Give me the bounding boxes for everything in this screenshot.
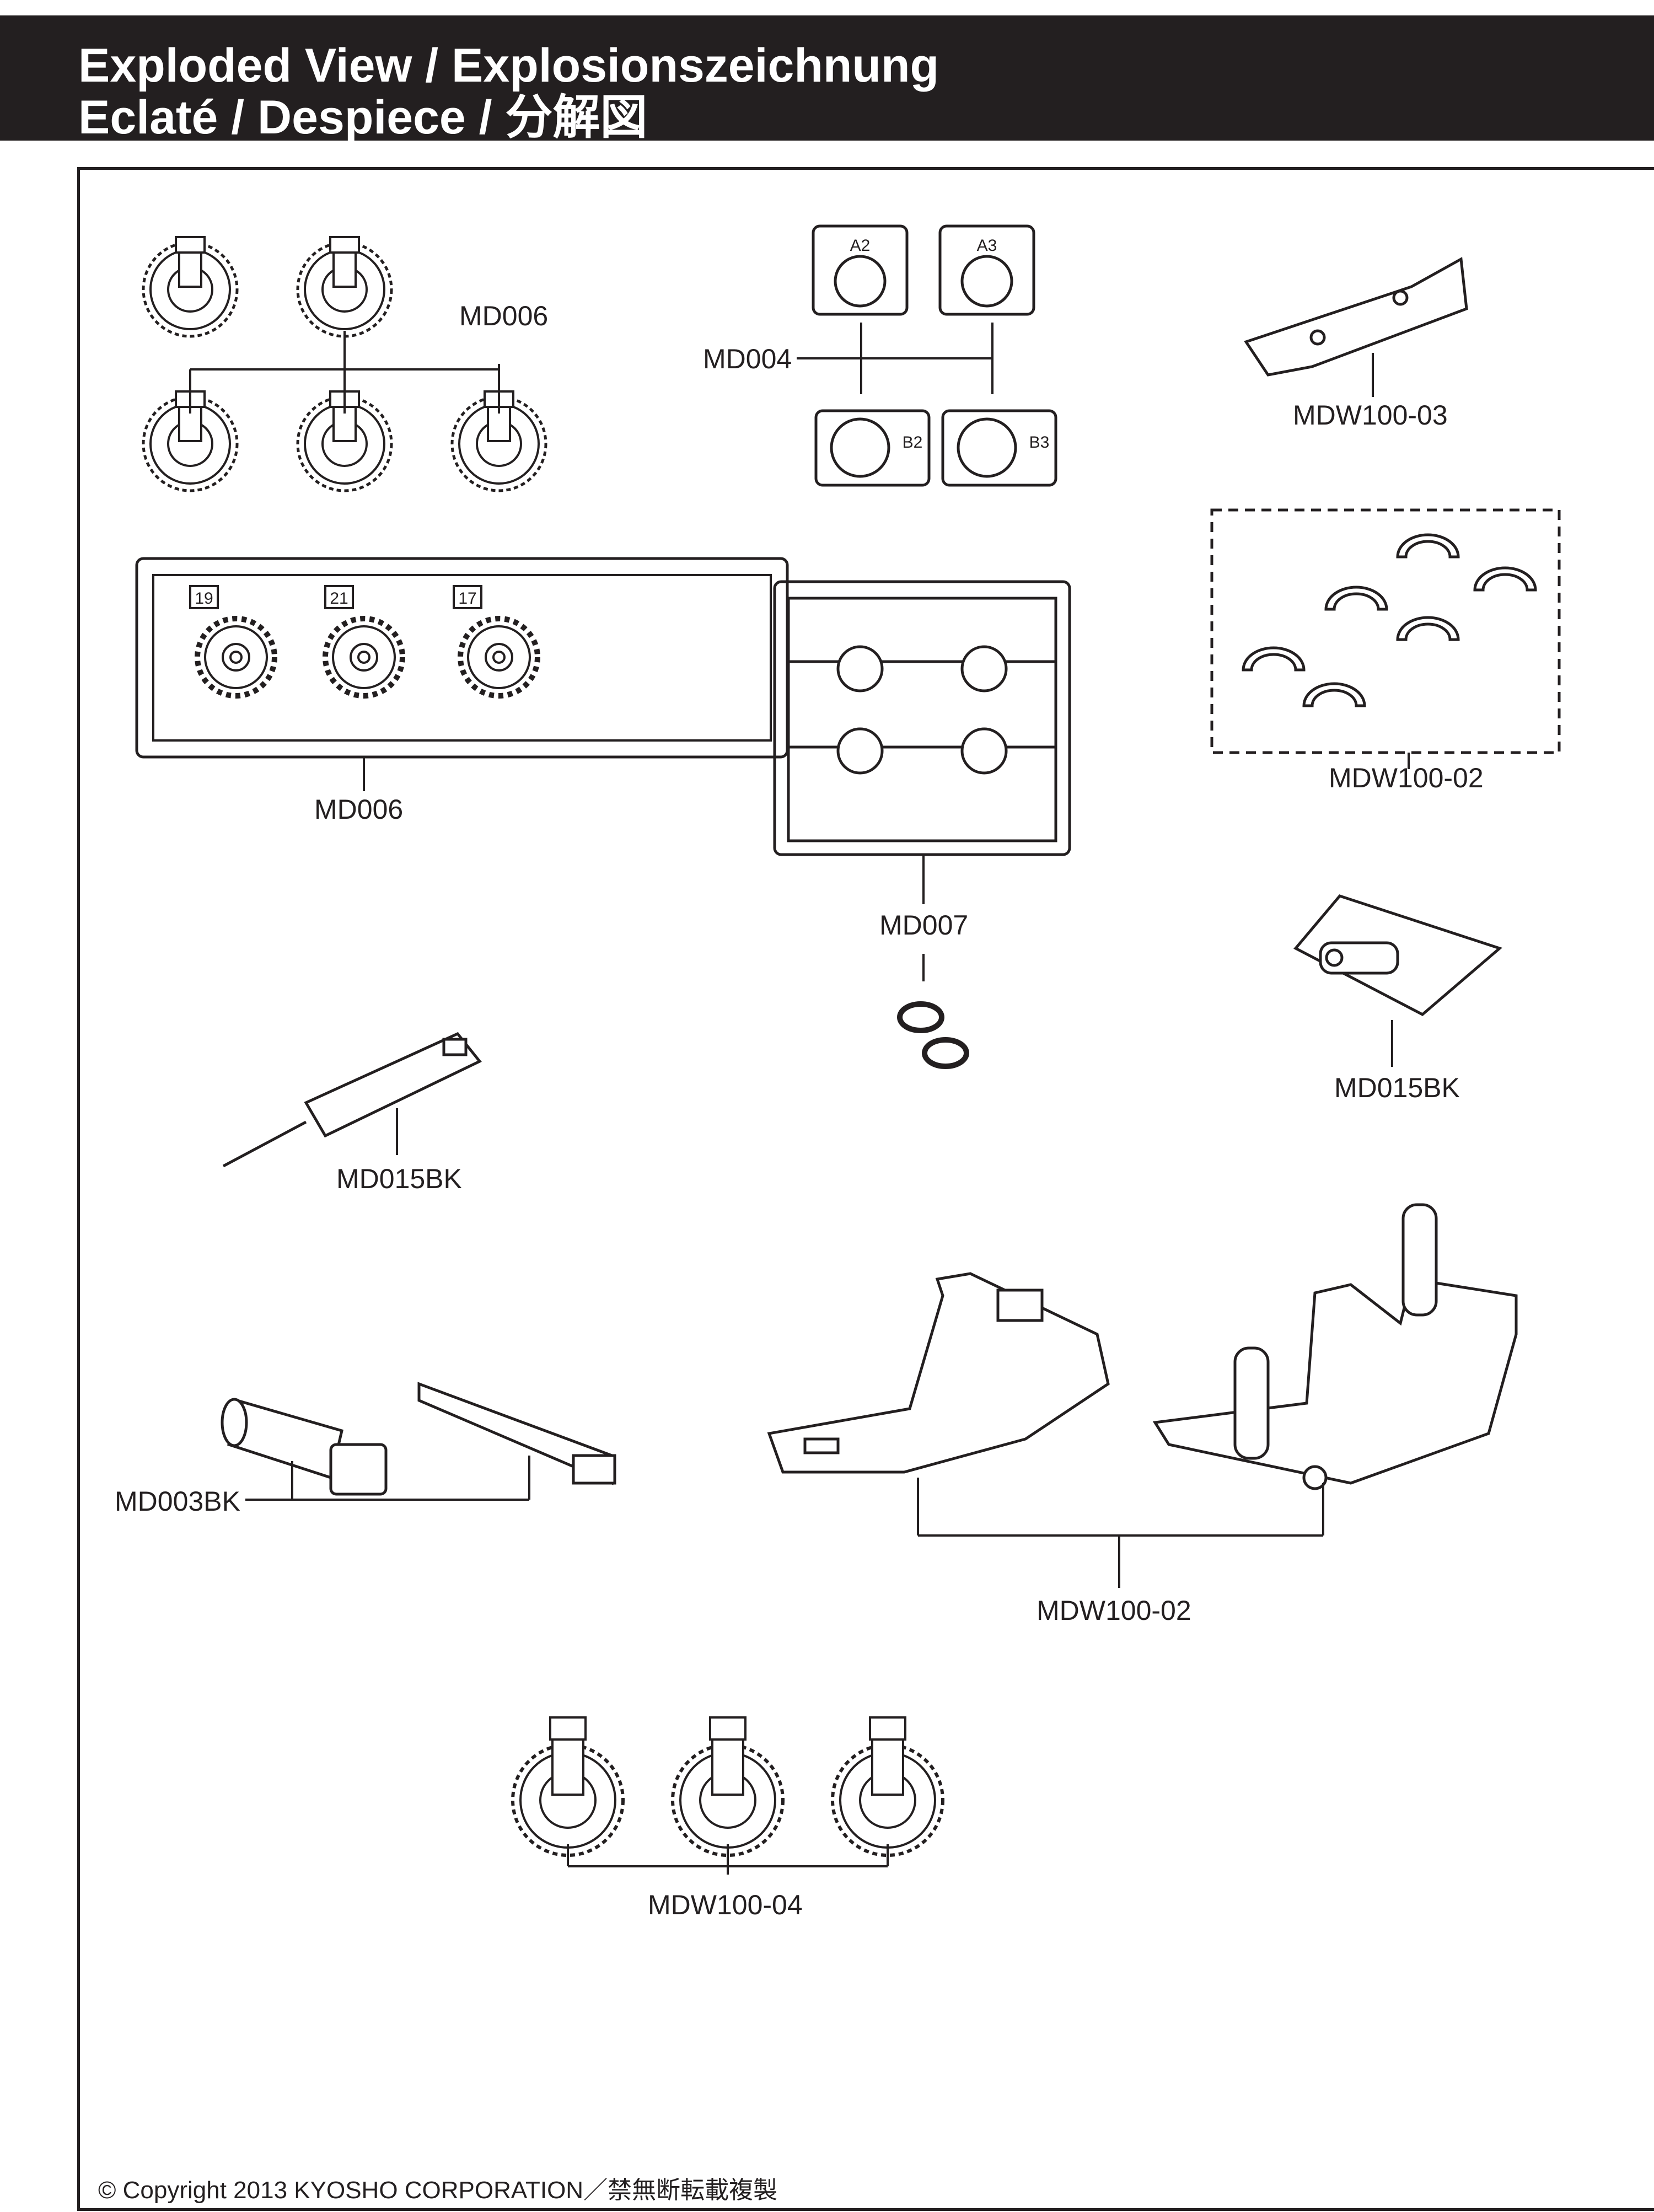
label-md006-gears: MD006 — [459, 300, 548, 331]
mark-b3: B3 — [1029, 433, 1050, 452]
sprue-number-21: 21 — [330, 589, 348, 608]
label-mdw100-03: MDW100-03 — [1293, 400, 1448, 431]
label-md006-sprue: MD006 — [314, 794, 403, 825]
sprue-number-19: 19 — [195, 589, 213, 608]
label-md015bk-mount: MD015BK — [1334, 1072, 1460, 1103]
tool-set — [221, 1382, 616, 1501]
pin-tool — [222, 1032, 482, 1168]
header-bar: Exploded View / Explosionszeichnung Ecla… — [0, 15, 1654, 144]
label-md015bk-tool: MD015BK — [336, 1163, 462, 1194]
clip-set — [1210, 508, 1561, 769]
gear-sprue — [135, 557, 789, 791]
title-line-1: Exploded View / Explosionszeichnung — [78, 39, 939, 92]
mark-b2: B2 — [903, 433, 923, 452]
label-md003bk: MD003BK — [115, 1486, 240, 1517]
copyright-notice: © Copyright 2013 KYOSHO CORPORATION／禁無断転… — [98, 2177, 778, 2204]
title-line-2: Eclaté / Despiece / 分解図 — [78, 91, 648, 144]
label-md004: MD004 — [703, 343, 792, 374]
pinion-set — [513, 1717, 943, 1875]
mark-a2: A2 — [850, 237, 871, 255]
label-mdw100-02-clips: MDW100-02 — [1329, 763, 1484, 793]
arm-part — [1244, 256, 1468, 397]
bushing-set — [797, 224, 1057, 487]
diagram-frame — [77, 167, 1654, 2211]
bearing-sprue — [773, 580, 1071, 1069]
label-md007: MD007 — [879, 910, 968, 941]
label-mdw100-04: MDW100-04 — [648, 1889, 803, 1920]
mount-part — [1293, 894, 1502, 1067]
sprue-number-17: 17 — [458, 589, 476, 608]
mark-a3: A3 — [977, 237, 997, 255]
label-mdw100-02-chassis: MDW100-02 — [1037, 1595, 1191, 1626]
gear-set — [143, 237, 546, 491]
chassis-part — [767, 1203, 1518, 1588]
